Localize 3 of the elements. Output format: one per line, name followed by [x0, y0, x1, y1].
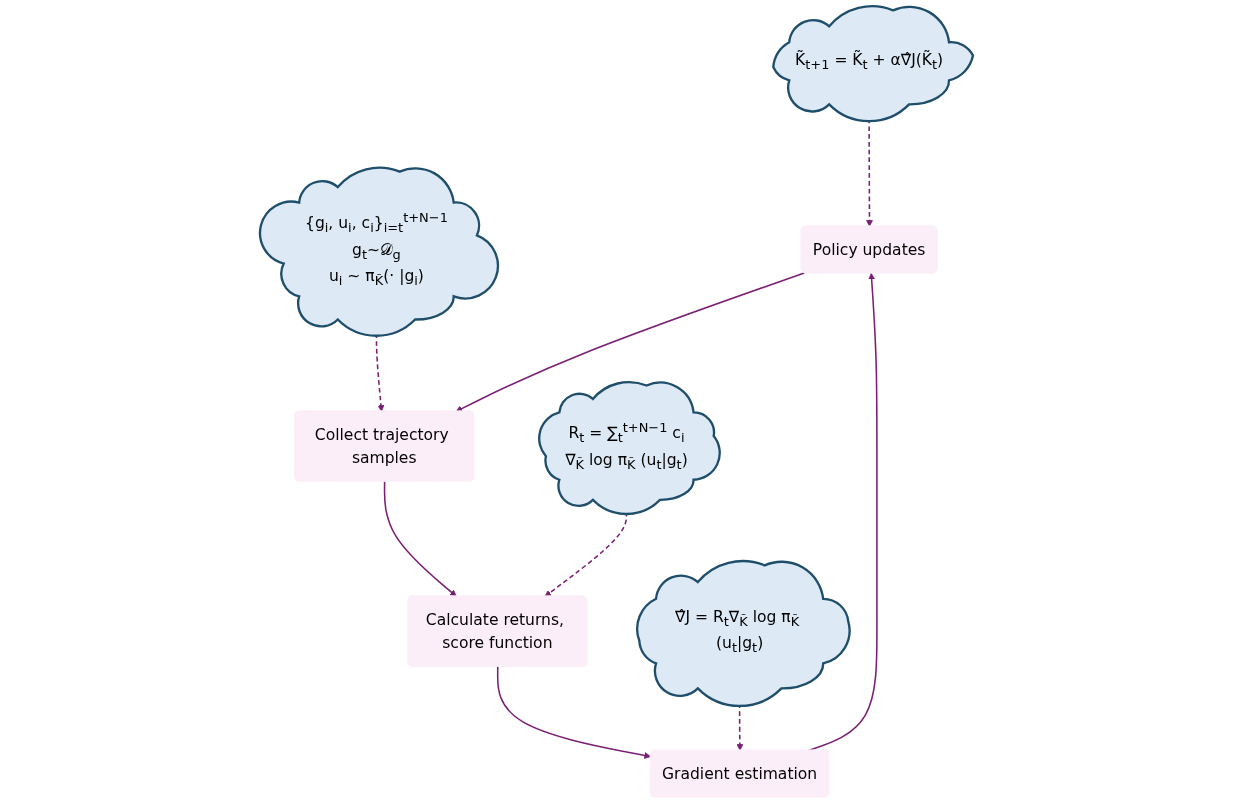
arrow — [496, 665, 652, 759]
arrow — [383, 480, 457, 597]
arrow — [455, 272, 806, 412]
